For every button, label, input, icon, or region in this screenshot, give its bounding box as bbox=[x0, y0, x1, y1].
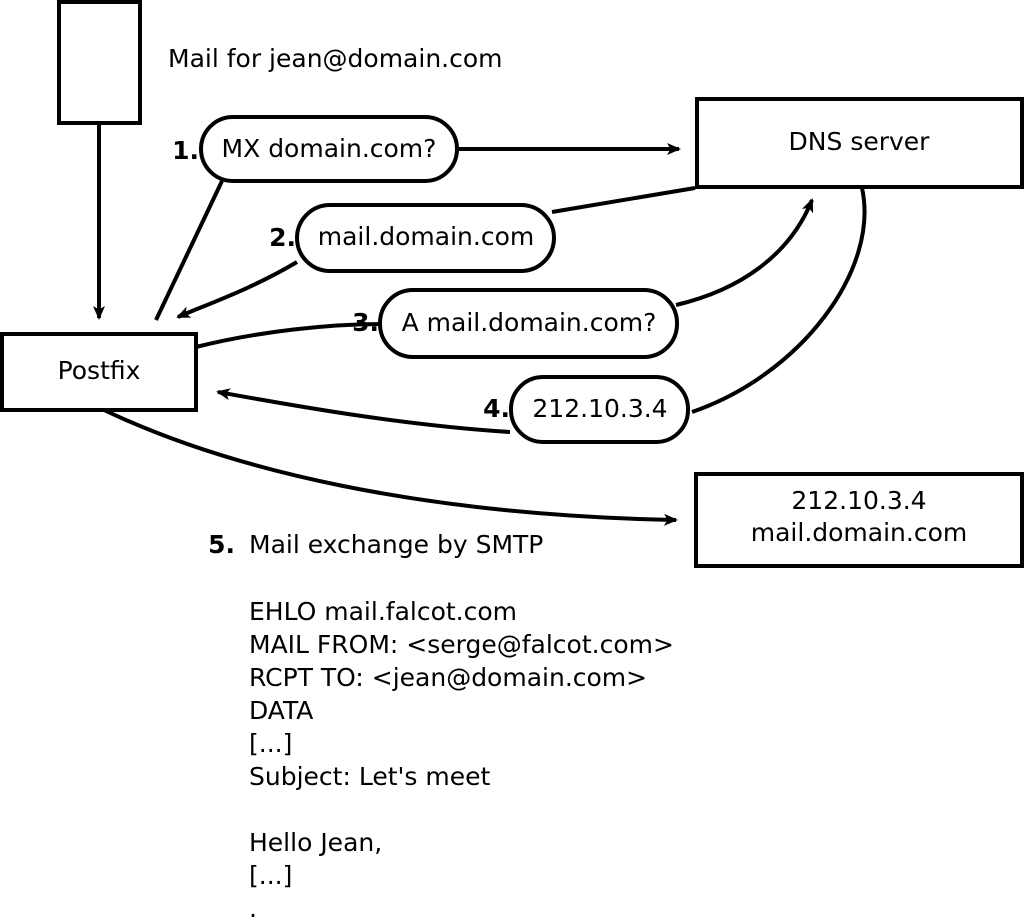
step-4-label: 212.10.3.4 bbox=[532, 394, 667, 423]
step-4-number: 4. bbox=[483, 394, 510, 423]
edge-postfix-to-mailserver bbox=[103, 408, 678, 526]
step-5-number: 5. bbox=[208, 530, 235, 559]
step-2-label: mail.domain.com bbox=[318, 222, 534, 251]
smtp-line-0: EHLO mail.falcot.com bbox=[249, 597, 517, 626]
edge-step4-to-postfix bbox=[216, 388, 511, 434]
nodes-group: Postfix DNS server 212.10.3.4 mail.domai… bbox=[0, 0, 1024, 568]
message-pills-group: MX domain.com? 1. mail.domain.com 2. A m… bbox=[172, 115, 690, 444]
smtp-line-4: [...] bbox=[249, 729, 292, 758]
edge-dns-to-step4 bbox=[691, 187, 867, 414]
step-5-label: Mail exchange by SMTP bbox=[249, 530, 543, 559]
smtp-line-1: MAIL FROM: <serge@falcot.com> bbox=[249, 630, 674, 659]
postfix-node-label: Postfix bbox=[58, 356, 141, 385]
edge-postfix-to-step1 bbox=[154, 180, 224, 321]
step-3-number: 3. bbox=[352, 308, 379, 337]
text-group: Mail for jean@domain.com 5. Mail exchang… bbox=[168, 44, 674, 919]
client-node[interactable] bbox=[57, 0, 142, 125]
smtp-line-3: DATA bbox=[249, 696, 313, 725]
edges-group bbox=[93, 123, 867, 526]
step-3-label: A mail.domain.com? bbox=[402, 308, 657, 337]
mail-server-ip-label: 212.10.3.4 bbox=[791, 486, 926, 515]
edge-step3-to-dns bbox=[675, 198, 814, 307]
smtp-line-5: Subject: Let's meet bbox=[249, 762, 490, 791]
dns-server-node[interactable] bbox=[695, 97, 1024, 189]
smtp-line-2: RCPT TO: <jean@domain.com> bbox=[249, 663, 647, 692]
step-4-pill[interactable] bbox=[509, 375, 690, 444]
edge-step2-to-postfix bbox=[176, 260, 299, 319]
mail-server-node[interactable] bbox=[694, 472, 1024, 568]
edge-postfix-to-step3 bbox=[195, 322, 384, 349]
smtp-line-9: . bbox=[249, 894, 257, 919]
postfix-node[interactable] bbox=[0, 332, 198, 412]
mail-server-host-label: mail.domain.com bbox=[751, 518, 967, 547]
smtp-line-8: [...] bbox=[249, 861, 292, 890]
step-1-pill[interactable] bbox=[199, 115, 459, 183]
smtp-line-7: Hello Jean, bbox=[249, 828, 382, 857]
dns-server-node-label: DNS server bbox=[789, 127, 931, 156]
step-2-number: 2. bbox=[269, 223, 296, 252]
step-1-label: MX domain.com? bbox=[222, 134, 437, 163]
edge-dns-to-step2 bbox=[551, 186, 696, 214]
mail-for-caption: Mail for jean@domain.com bbox=[168, 44, 503, 73]
step-2-pill[interactable] bbox=[295, 203, 556, 273]
step-1-number: 1. bbox=[172, 136, 199, 165]
step-3-pill[interactable] bbox=[378, 288, 679, 359]
